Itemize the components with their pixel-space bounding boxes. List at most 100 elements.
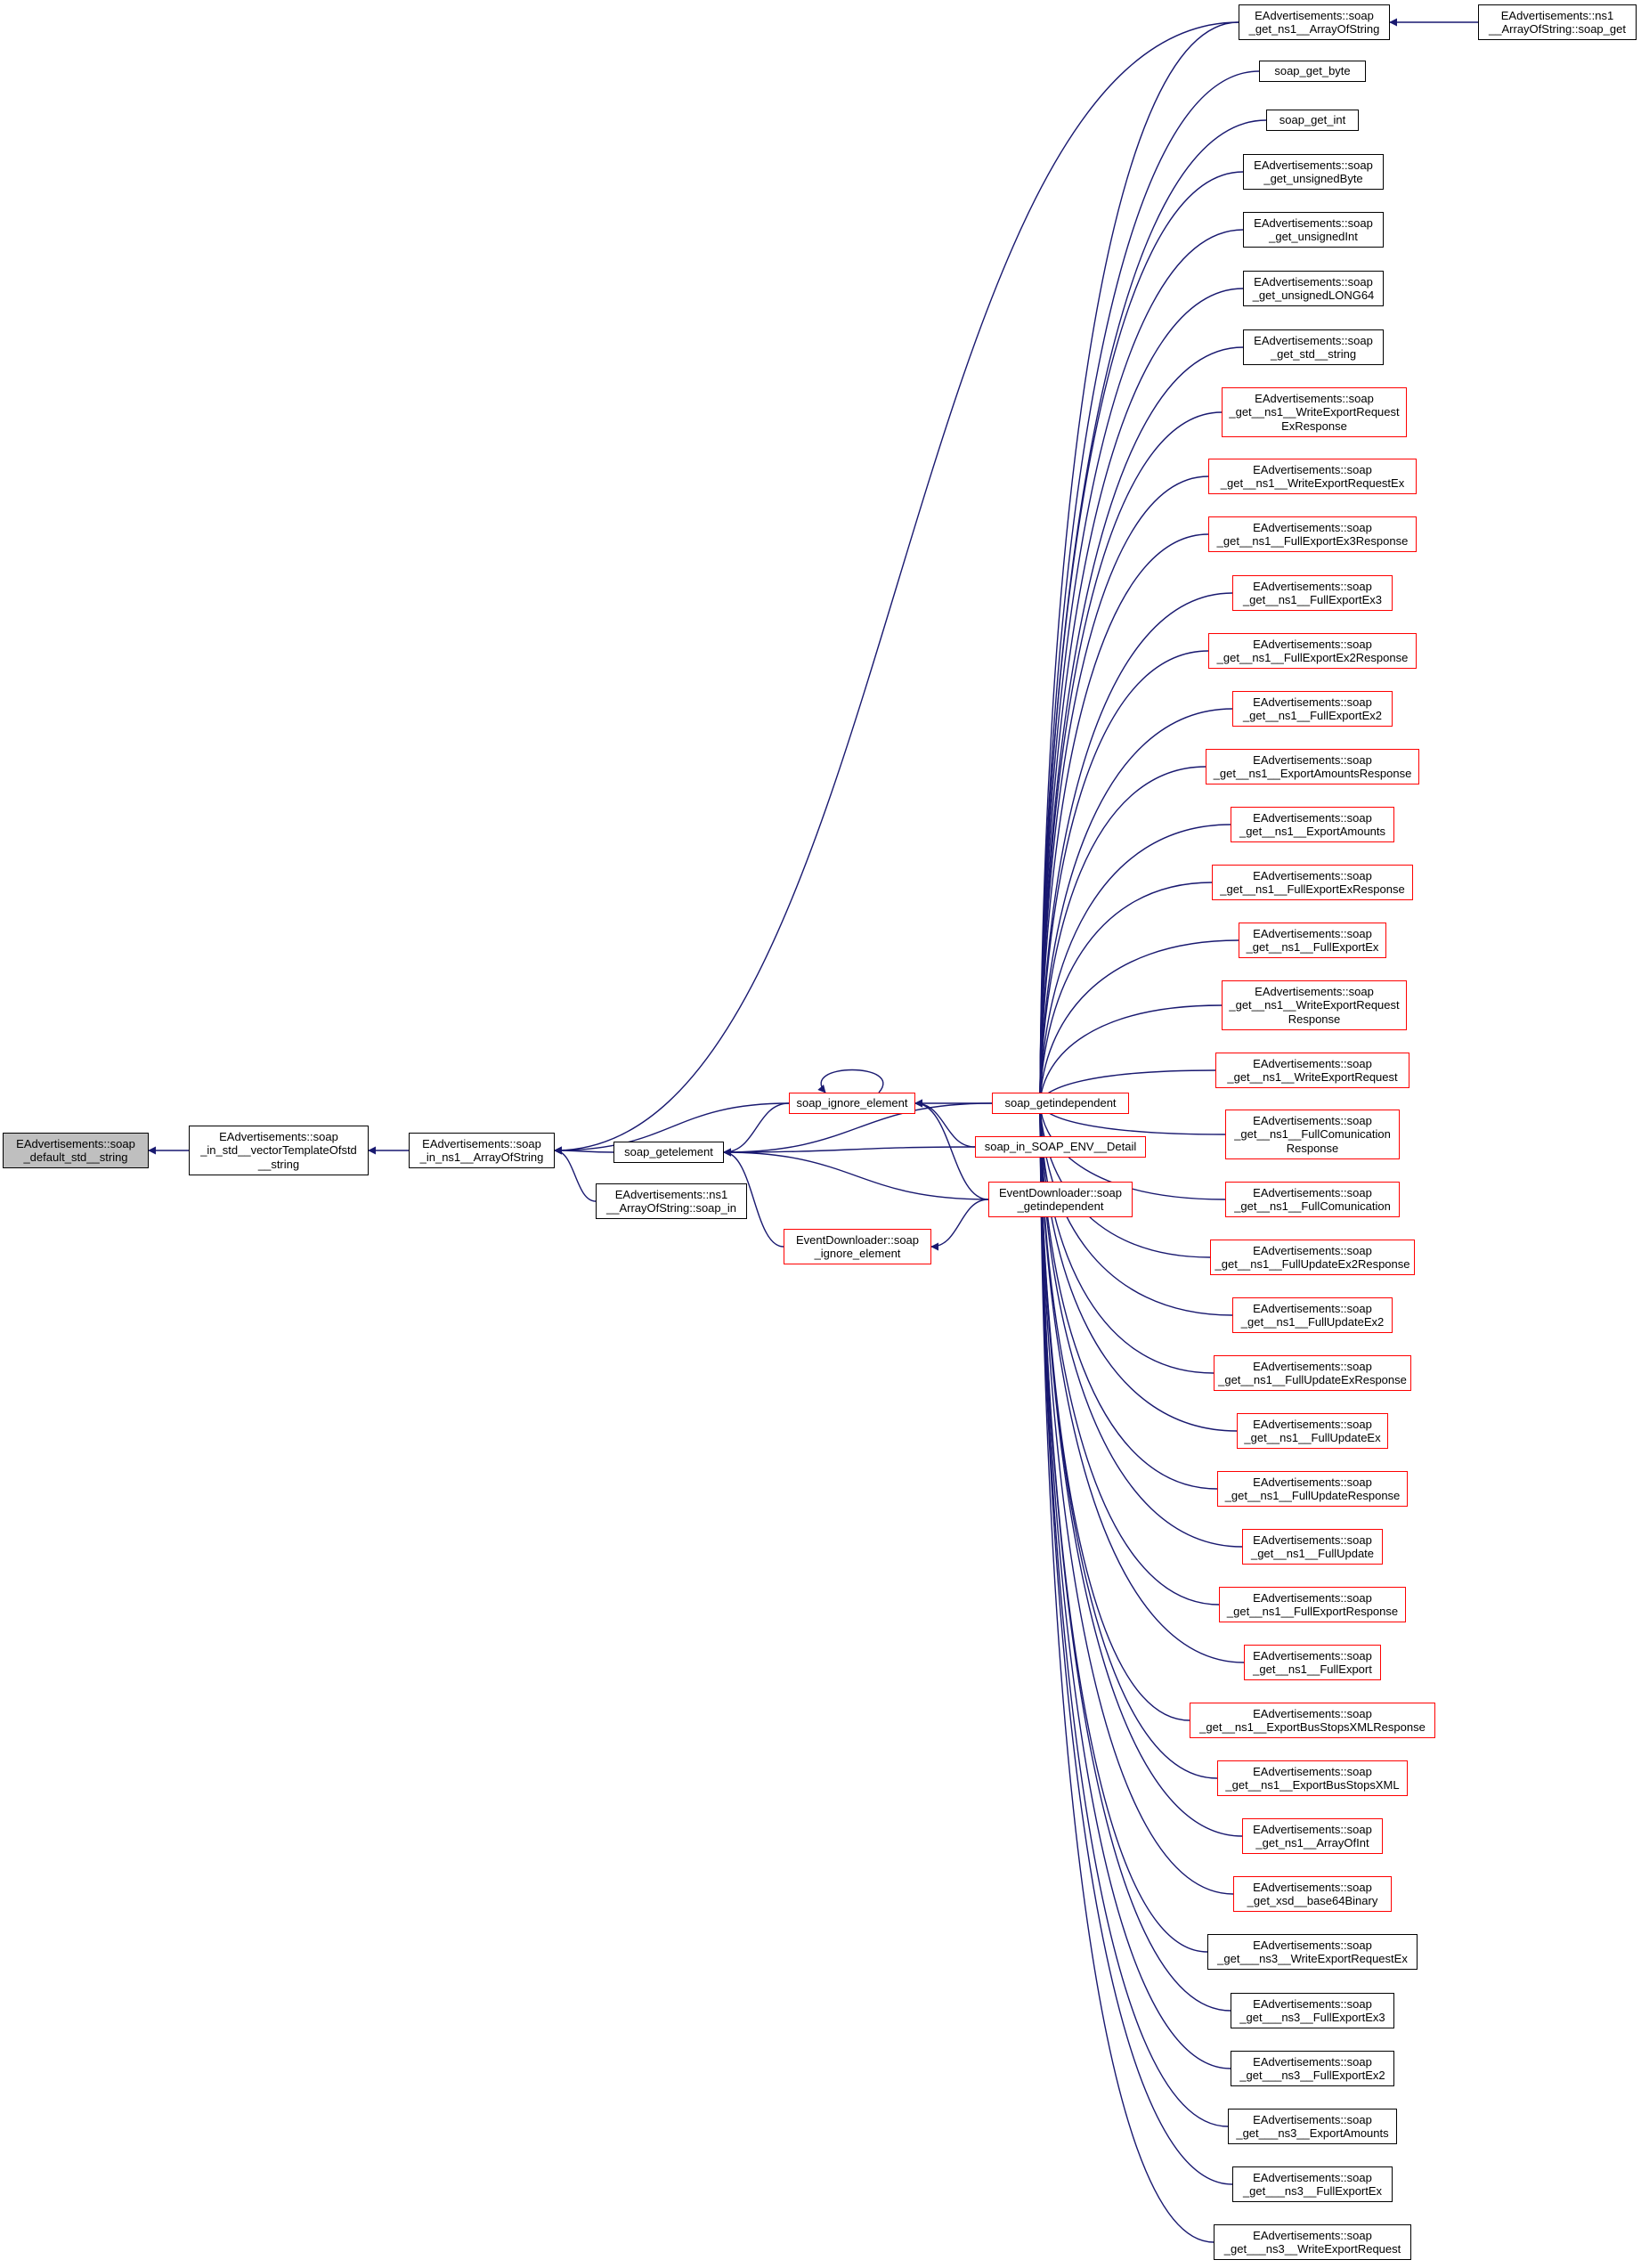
node-ed-ignore[interactable]: EventDownloader::soap _ignore_element: [784, 1229, 931, 1264]
node-wer[interactable]: EAdvertisements::soap _get__ns1__WriteEx…: [1215, 1053, 1409, 1088]
node-in-array[interactable]: EAdvertisements::soap _in_ns1__ArrayOfSt…: [409, 1133, 555, 1168]
node-get-int[interactable]: soap_get_int: [1266, 110, 1359, 131]
node-ea-resp[interactable]: EAdvertisements::soap _get__ns1__ExportA…: [1206, 749, 1419, 784]
node-label: soap_get_int: [1279, 113, 1346, 127]
node-label: EAdvertisements::soap _in_std__vectorTem…: [200, 1129, 357, 1171]
edge-ns3-wer-to-getindependent: [1036, 1102, 1215, 2243]
edge-aoi-to-getindependent: [1036, 1102, 1243, 1837]
edge-ed-getindep-to-getelement: [723, 1148, 989, 1200]
node-fc[interactable]: EAdvertisements::soap _get__ns1__FullCom…: [1225, 1182, 1400, 1217]
node-label: EAdvertisements::soap _get_unsignedInt: [1254, 215, 1373, 244]
node-ns3-fe2[interactable]: EAdvertisements::soap _get___ns3__FullEx…: [1231, 2051, 1394, 2086]
edge-get-byte-to-getindependent: [1036, 70, 1260, 1104]
node-label: EAdvertisements::soap _get__ns1__ExportA…: [1239, 810, 1386, 839]
edge-get-aos-to-getindependent: [1036, 21, 1239, 1104]
edge-getindependent-to-getelement: [723, 1102, 993, 1157]
node-fu[interactable]: EAdvertisements::soap _get__ns1__FullUpd…: [1242, 1529, 1383, 1565]
node-get-string[interactable]: EAdvertisements::soap _get_std__string: [1243, 329, 1384, 365]
node-label: EAdvertisements::soap _get__ns1__FullUpd…: [1218, 1359, 1407, 1387]
node-fu2[interactable]: EAdvertisements::soap _get__ns1__FullUpd…: [1232, 1297, 1393, 1333]
node-label: EAdvertisements::soap _get__ns1__FullCom…: [1234, 1113, 1391, 1155]
node-ns3-fex[interactable]: EAdvertisements::soap _get___ns3__FullEx…: [1232, 2166, 1393, 2202]
edge-ns3-fex-to-getindependent: [1036, 1102, 1233, 2185]
edge-fe3-to-getindependent: [1036, 592, 1233, 1104]
edge-ignore-element-to-in-array: [554, 1102, 790, 1155]
node-get-byte[interactable]: soap_get_byte: [1259, 61, 1366, 82]
node-fex-resp[interactable]: EAdvertisements::soap _get__ns1__FullExp…: [1212, 865, 1413, 900]
node-fe3[interactable]: EAdvertisements::soap _get__ns1__FullExp…: [1232, 575, 1393, 611]
node-get-aos[interactable]: EAdvertisements::soap _get_ns1__ArrayOfS…: [1239, 4, 1390, 40]
node-fu2-resp[interactable]: EAdvertisements::soap _get__ns1__FullUpd…: [1210, 1240, 1415, 1275]
node-ignore-element[interactable]: soap_ignore_element: [789, 1093, 915, 1114]
node-label: EAdvertisements::soap _get__ns1__FullUpd…: [1224, 1475, 1401, 1503]
node-label: soap_getelement: [624, 1145, 713, 1159]
node-get-ubyte[interactable]: EAdvertisements::soap _get_unsignedByte: [1243, 154, 1384, 190]
node-label: EAdvertisements::soap _get__ns1__FullUpd…: [1250, 1532, 1375, 1561]
node-label: EventDownloader::soap _getindependent: [998, 1185, 1123, 1214]
edge-fux-resp-to-getindependent: [1036, 1102, 1215, 1374]
node-ns3-wer[interactable]: EAdvertisements::soap _get___ns3__WriteE…: [1214, 2224, 1411, 2260]
edge-aos-soap-in-to-in-array: [554, 1146, 597, 1202]
node-fe-resp[interactable]: EAdvertisements::soap _get__ns1__FullExp…: [1219, 1587, 1406, 1622]
node-ea[interactable]: EAdvertisements::soap _get__ns1__ExportA…: [1231, 807, 1394, 842]
node-label: EAdvertisements::soap _get__ns1__ExportB…: [1199, 1706, 1426, 1735]
node-label: EAdvertisements::soap _get_std__string: [1254, 333, 1373, 362]
node-label: EAdvertisements::soap _get__ns1__FullExp…: [1242, 579, 1383, 607]
node-label: EAdvertisements::soap _get__ns1__ExportA…: [1213, 752, 1412, 781]
node-fu-resp[interactable]: EAdvertisements::soap _get__ns1__FullUpd…: [1217, 1471, 1408, 1507]
node-b64[interactable]: EAdvertisements::soap _get_xsd__base64Bi…: [1233, 1876, 1392, 1912]
node-label: EAdvertisements::soap _get__ns1__FullExp…: [1242, 695, 1383, 723]
node-fex[interactable]: EAdvertisements::soap _get__ns1__FullExp…: [1239, 923, 1386, 958]
node-aos-soap-in[interactable]: EAdvertisements::ns1 __ArrayOfString::so…: [596, 1183, 747, 1219]
edge-fe2-resp-to-getindependent: [1036, 650, 1209, 1104]
edge-get-uint-to-getindependent: [1036, 229, 1244, 1104]
node-wer-resp[interactable]: EAdvertisements::soap _get__ns1__WriteEx…: [1222, 980, 1407, 1030]
node-label: soap_in_SOAP_ENV__Detail: [984, 1140, 1137, 1154]
edge-fu-to-getindependent: [1036, 1102, 1243, 1548]
node-fe2[interactable]: EAdvertisements::soap _get__ns1__FullExp…: [1232, 691, 1393, 727]
node-label: EAdvertisements::soap _get__ns1__FullCom…: [1234, 1185, 1391, 1214]
edge-fex-to-getindependent: [1036, 939, 1239, 1104]
node-ebs-resp[interactable]: EAdvertisements::soap _get__ns1__ExportB…: [1190, 1703, 1435, 1738]
node-fe2-resp[interactable]: EAdvertisements::soap _get__ns1__FullExp…: [1208, 633, 1417, 669]
node-label: EAdvertisements::soap _get__ns1__FullExp…: [1216, 637, 1409, 665]
edge-env-detail-to-ignore-element: [914, 1099, 976, 1148]
node-fe3-resp[interactable]: EAdvertisements::soap _get__ns1__FullExp…: [1208, 516, 1417, 552]
node-ed-getindep[interactable]: EventDownloader::soap _getindependent: [988, 1182, 1133, 1217]
node-label: EAdvertisements::soap _get__ns1__FullExp…: [1246, 926, 1379, 955]
node-env-detail[interactable]: soap_in_SOAP_ENV__Detail: [975, 1136, 1146, 1158]
node-label: EAdvertisements::ns1 __ArrayOfString::so…: [1489, 8, 1626, 37]
node-ebs[interactable]: EAdvertisements::soap _get__ns1__ExportB…: [1217, 1760, 1408, 1796]
node-ns3-ea[interactable]: EAdvertisements::soap _get___ns3__Export…: [1228, 2109, 1397, 2144]
node-getindependent[interactable]: soap_getindependent: [992, 1093, 1129, 1114]
node-aos-soap-get[interactable]: EAdvertisements::ns1 __ArrayOfString::so…: [1478, 4, 1637, 40]
node-label: EAdvertisements::soap _get__ns1__WriteEx…: [1220, 462, 1405, 491]
node-get-ulong[interactable]: EAdvertisements::soap _get_unsignedLONG6…: [1243, 271, 1384, 306]
node-wer-ex[interactable]: EAdvertisements::soap _get__ns1__WriteEx…: [1208, 459, 1417, 494]
node-label: soap_getindependent: [1004, 1096, 1117, 1110]
node-label: EAdvertisements::soap _get__ns1__FullExp…: [1253, 1648, 1372, 1677]
node-label: EAdvertisements::soap _get___ns3__Export…: [1236, 2112, 1389, 2141]
node-ns3-fe3[interactable]: EAdvertisements::soap _get___ns3__FullEx…: [1231, 1993, 1394, 2028]
node-get-uint[interactable]: EAdvertisements::soap _get_unsignedInt: [1243, 212, 1384, 248]
node-label: EAdvertisements::soap _get__ns1__FullUpd…: [1215, 1243, 1410, 1272]
node-label: EAdvertisements::soap _get___ns3__FullEx…: [1239, 2054, 1385, 2083]
edge-get-ulong-to-getindependent: [1036, 288, 1244, 1104]
node-wer-exresp[interactable]: EAdvertisements::soap _get__ns1__WriteEx…: [1222, 387, 1407, 437]
edge-wer-ex-to-getindependent: [1036, 476, 1209, 1104]
node-fc-resp[interactable]: EAdvertisements::soap _get__ns1__FullCom…: [1225, 1110, 1400, 1159]
node-getelement[interactable]: soap_getelement: [613, 1142, 724, 1163]
node-label: EAdvertisements::soap _get__ns1__ExportB…: [1225, 1764, 1400, 1792]
node-default-string[interactable]: EAdvertisements::soap _default_std__stri…: [3, 1133, 149, 1168]
node-aoi[interactable]: EAdvertisements::soap _get_ns1__ArrayOfI…: [1242, 1818, 1383, 1854]
node-fe[interactable]: EAdvertisements::soap _get__ns1__FullExp…: [1244, 1645, 1381, 1680]
edge-env-detail-to-getelement: [723, 1146, 976, 1157]
node-fux[interactable]: EAdvertisements::soap _get__ns1__FullUpd…: [1237, 1413, 1388, 1449]
node-label: EAdvertisements::soap _get___ns3__FullEx…: [1242, 2170, 1383, 2199]
node-label: EAdvertisements::soap _get__ns1__WriteEx…: [1227, 1056, 1398, 1085]
node-ns3-wer-ex[interactable]: EAdvertisements::soap _get___ns3__WriteE…: [1207, 1934, 1418, 1970]
node-fux-resp[interactable]: EAdvertisements::soap _get__ns1__FullUpd…: [1214, 1355, 1411, 1391]
node-in-vector[interactable]: EAdvertisements::soap _in_std__vectorTem…: [189, 1126, 369, 1175]
